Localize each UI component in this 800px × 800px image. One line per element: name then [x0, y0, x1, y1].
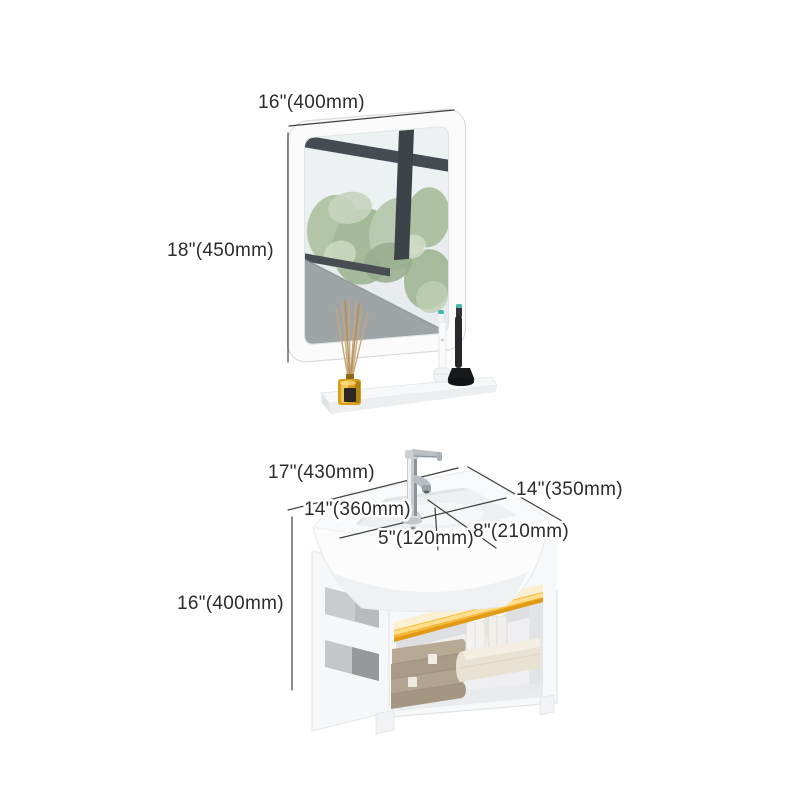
faucet-aerator-tip — [423, 490, 430, 494]
toothbrush-white-button — [440, 338, 445, 342]
overflow-hole-center — [411, 527, 415, 529]
faucet-lever-tip — [437, 452, 442, 461]
window-bar-lower — [305, 253, 390, 277]
shelf-front — [329, 385, 497, 414]
towel-stack — [390, 639, 466, 709]
shelf-left-cap — [321, 393, 331, 414]
basin-wall-shade — [356, 487, 466, 526]
mirror — [286, 108, 467, 363]
dimension-lines — [287, 109, 563, 691]
label-sink-overall-depth: 14"(350mm) — [516, 479, 623, 500]
towel-rolls — [465, 609, 508, 657]
label-mirror-width: 16"(400mm) — [258, 92, 365, 113]
window-bar-vertical — [394, 129, 414, 261]
reed-diffuser — [335, 299, 369, 405]
diffuser-neck — [346, 374, 354, 381]
cabinet-foot — [539, 694, 555, 716]
cubby-floor — [396, 683, 543, 711]
dimension-line-basin-depth — [427, 499, 497, 549]
diffuser-glint — [340, 380, 356, 386]
faucet — [402, 449, 442, 525]
faucet-body-shade — [414, 458, 417, 516]
label-mirror-height: 18"(450mm) — [167, 240, 274, 261]
toothbrush-black — [447, 304, 475, 386]
wall-reflection — [305, 259, 448, 345]
dimension-line-sink-depth — [467, 466, 563, 522]
towel-tag — [428, 654, 437, 664]
toothbrush-black-head — [456, 306, 462, 318]
toothbrush-black-handle — [455, 316, 462, 368]
mirror-inner-edge — [304, 126, 449, 345]
dimension-line-basin-width — [339, 497, 507, 539]
label-basin-depth: 8"(210mm) — [473, 521, 569, 542]
toothbrush-black-base — [447, 368, 475, 382]
diffuser-label — [344, 388, 356, 402]
faucet-base-foot — [402, 517, 422, 525]
dimension-labels: 16"(400mm) 18"(450mm) 17"(430mm) 14"(350… — [165, 90, 626, 617]
dimension-line-mirror-width — [288, 109, 455, 127]
reflection-edge — [304, 258, 449, 334]
mirror-frame-ring — [287, 109, 466, 362]
diffuser-shade — [355, 381, 360, 403]
towel-cream-folded — [456, 638, 541, 682]
label-cabinet-height: 16"(400mm) — [177, 593, 284, 614]
cabinet-edge — [388, 590, 558, 718]
sink — [312, 470, 551, 613]
toothbrush-black-bristles — [456, 304, 462, 308]
toothbrush-white-handle — [438, 321, 447, 373]
diffuser-sticks — [335, 299, 369, 384]
toothbrush-black-foot — [448, 378, 474, 386]
faucet-body-highlight — [408, 458, 411, 516]
label-basin-width: 14"(360mm) — [304, 499, 411, 520]
toothbrush-white-base — [433, 367, 451, 383]
dimension-line-basin-height — [434, 507, 439, 551]
rim-front-highlight — [312, 518, 550, 538]
faucet-aerator — [422, 485, 431, 492]
vanity-cabinet — [311, 534, 558, 735]
towel-tag — [408, 677, 417, 687]
cabinet-foot — [375, 709, 395, 735]
toothbrush-white — [433, 310, 451, 383]
toothbrush-white-bristles — [438, 310, 444, 314]
mirror-reflection — [304, 126, 452, 345]
label-basin-height: 5"(120mm) — [378, 528, 474, 549]
faucet-lever-edge — [413, 455, 442, 458]
dimension-line-sink-width — [287, 467, 459, 511]
label-sink-overall-width: 17"(430mm) — [268, 462, 375, 483]
sink-apron-shade — [330, 572, 528, 612]
